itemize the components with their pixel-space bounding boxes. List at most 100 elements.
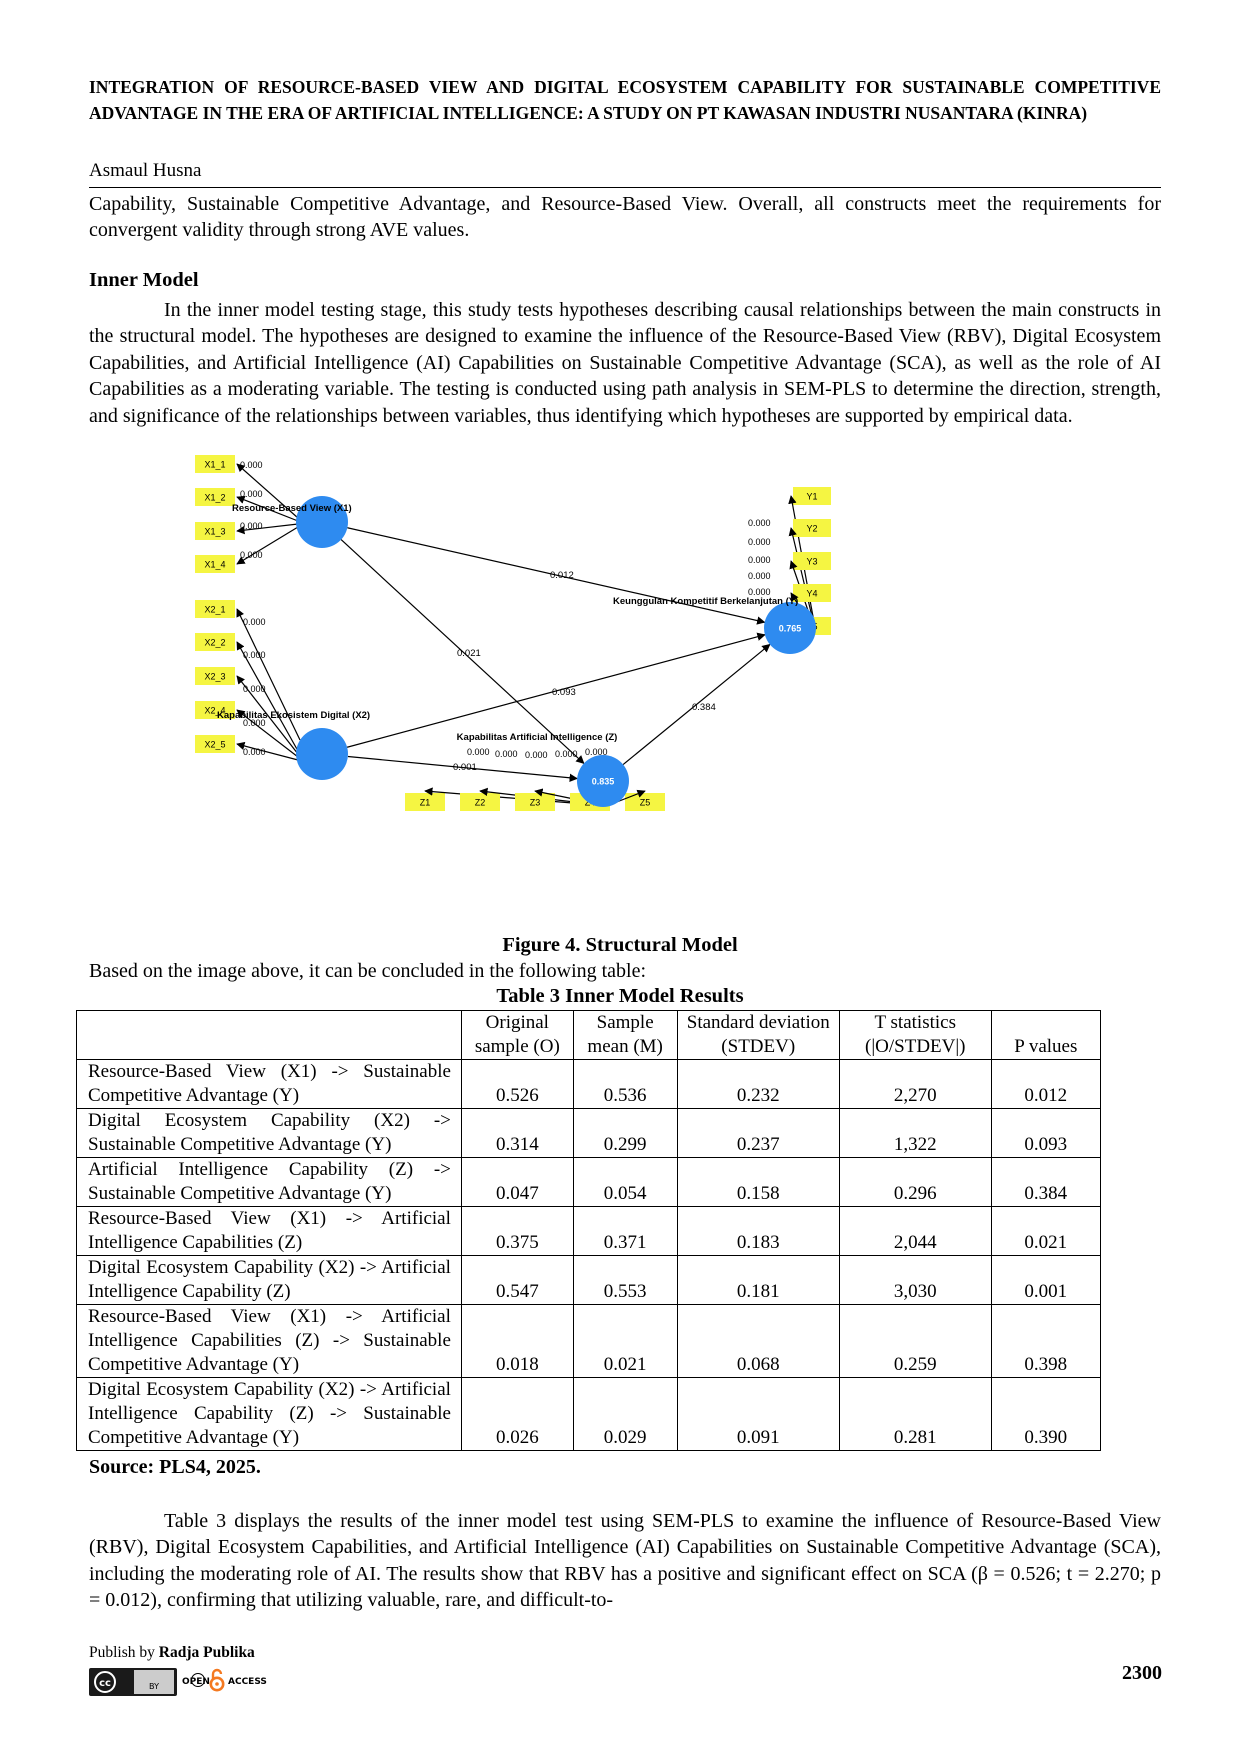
table-cell-sample-mean: 0.054 xyxy=(572,1157,678,1207)
loading-arrow-z-1 xyxy=(424,787,598,806)
table-cell-sample-mean: 0.021 xyxy=(572,1304,678,1378)
inner-model-paragraph: In the inner model testing stage, this s… xyxy=(89,299,1161,427)
table-cell-original-sample: 0.314 xyxy=(460,1108,574,1158)
loading-label-z-5: 0.000 xyxy=(585,747,608,757)
table-cell-stdev: 0.237 xyxy=(676,1108,840,1158)
header-rule xyxy=(89,187,1161,188)
indicator-y-4: Y4 xyxy=(806,589,817,599)
table-cell-t-statistic: 2,270 xyxy=(838,1059,992,1109)
table-row: Digital Ecosystem Capability (X2) -> Art… xyxy=(76,1255,1102,1305)
path-coefficient-z-y: 0.384 xyxy=(692,702,716,713)
table-cell-original-sample: 0.526 xyxy=(460,1059,574,1109)
indicator-x2-2-box xyxy=(195,633,235,651)
loading-label-z-4: 0.000 xyxy=(555,749,578,759)
discussion-paragraph: Table 3 displays the results of the inne… xyxy=(89,1510,1161,1612)
table-cell-p-value: 0.398 xyxy=(990,1304,1102,1378)
loading-label-x2-3: 0.000 xyxy=(243,684,266,694)
indicator-x1-2: X1_2 xyxy=(204,493,225,503)
construct-y-r-squared: 0.765 xyxy=(779,624,802,634)
loading-label-y-1: 0.000 xyxy=(748,518,771,528)
table-cell-path: Artificial Intelligence Capability (Z) -… xyxy=(76,1157,462,1207)
indicator-z-5: Z5 xyxy=(640,798,651,808)
cc-by-icon: cc BY xyxy=(89,1668,205,1696)
table-header-p-values: P values xyxy=(990,1010,1102,1060)
table-intro: Based on the image above, it can be conc… xyxy=(89,960,647,982)
loading-label-y-5: 0.000 xyxy=(748,587,771,597)
running-author: Asmaul Husna xyxy=(89,160,202,181)
table-cell-sample-mean: 0.299 xyxy=(572,1108,678,1158)
indicator-x1-4-box xyxy=(195,555,235,573)
path-arrow-x1-y xyxy=(347,527,766,625)
indicator-x2-3-box xyxy=(195,667,235,685)
indicator-x1-2-box xyxy=(195,488,235,506)
indicator-z-5-box xyxy=(625,793,665,811)
construct-x1-circle xyxy=(296,496,348,548)
table-header-original-sample: Original sample (O) xyxy=(460,1010,574,1060)
figure-caption: Figure 4. Structural Model xyxy=(502,934,738,956)
indicator-y-3: Y3 xyxy=(806,557,817,567)
open-access-right-text: ACCESS xyxy=(228,1677,267,1687)
table-cell-stdev: 0.183 xyxy=(676,1206,840,1256)
table-cell-original-sample: 0.018 xyxy=(460,1304,574,1378)
table-cell-t-statistic: 0.281 xyxy=(838,1377,992,1451)
table-header-t-statistics: T statistics (|O/STDEV|) xyxy=(838,1010,992,1060)
intro-paragraph: Capability, Sustainable Competitive Adva… xyxy=(89,193,1161,242)
path-coefficient-x2-z: 0.001 xyxy=(453,762,477,773)
table-cell-original-sample: 0.547 xyxy=(460,1255,574,1305)
construct-y-label: Keunggulan Kompetitif Berkelanjutan (Y) xyxy=(613,596,798,607)
open-lock-icon xyxy=(209,1668,225,1692)
construct-z-circle xyxy=(577,755,629,807)
path-arrow-x2-z xyxy=(347,755,578,782)
table-header-row: Original sample (O) Sample mean (M) Stan… xyxy=(76,1010,1102,1060)
path-coefficient-x1-z: 0.021 xyxy=(457,648,481,659)
page-number: 2300 xyxy=(1122,1662,1162,1684)
indicator-x1-3-box xyxy=(195,522,235,540)
construct-x2-label: Kapabilitas Ekosistem Digital (X2) xyxy=(217,710,370,721)
loading-label-x1-3: 0.000 xyxy=(240,521,263,531)
loading-label-x2-1: 0.000 xyxy=(243,617,266,627)
loading-arrow-x2-5 xyxy=(236,741,299,761)
loading-arrow-x2-2 xyxy=(236,641,299,752)
indicator-y-4-box xyxy=(793,584,831,602)
table-header-sample-mean: Sample mean (M) xyxy=(572,1010,678,1060)
table-cell-stdev: 0.068 xyxy=(676,1304,840,1378)
open-access-left-text: OPEN xyxy=(182,1677,210,1687)
construct-y-circle xyxy=(764,602,816,654)
table-cell-t-statistic: 3,030 xyxy=(838,1255,992,1305)
loading-arrow-x2-1 xyxy=(236,608,301,741)
loading-label-x2-4: 0.000 xyxy=(243,718,266,728)
table-cell-path: Digital Ecosystem Capability (X2) -> Art… xyxy=(76,1255,462,1305)
table-cell-t-statistic: 0.296 xyxy=(838,1157,992,1207)
table-header-stdev: Standard deviation (STDEV) xyxy=(676,1010,840,1060)
table-cell-sample-mean: 0.371 xyxy=(572,1206,678,1256)
table-cell-path: Digital Ecosystem Capability (X2) -> Sus… xyxy=(76,1108,462,1158)
indicator-z-1-box xyxy=(405,793,445,811)
loading-arrow-x1-1 xyxy=(236,463,299,519)
table-cell-p-value: 0.390 xyxy=(990,1377,1102,1451)
loading-arrow-x1-3 xyxy=(236,523,299,535)
path-arrow-z-y xyxy=(622,643,771,766)
loading-arrow-x1-2 xyxy=(236,495,299,522)
loading-label-y-4: 0.000 xyxy=(748,571,771,581)
path-coefficient-x2-y: 0.093 xyxy=(552,687,576,698)
construct-z-r-squared: 0.835 xyxy=(592,777,615,787)
publisher-line: Publish by Radja Publika xyxy=(89,1644,255,1662)
indicator-y-1: Y1 xyxy=(806,492,817,502)
indicator-x1-3: X1_3 xyxy=(204,527,225,537)
path-coefficient-x1-y: 0.012 xyxy=(550,570,574,581)
indicator-x2-1-box xyxy=(195,600,235,618)
table-cell-path: Digital Ecosystem Capability (X2) -> Art… xyxy=(76,1377,462,1451)
loading-arrow-x2-4 xyxy=(236,709,299,758)
table-cell-t-statistic: 1,322 xyxy=(838,1108,992,1158)
table-cell-p-value: 0.384 xyxy=(990,1157,1102,1207)
table-row: Resource-Based View (X1) -> Sustainable … xyxy=(76,1059,1102,1109)
indicator-x2-1: X2_1 xyxy=(204,605,225,615)
table-row: Resource-Based View (X1) -> Artificial I… xyxy=(76,1304,1102,1378)
table-cell-sample-mean: 0.536 xyxy=(572,1059,678,1109)
indicator-z-2: Z2 xyxy=(475,798,486,808)
indicator-z-2-box xyxy=(460,793,500,811)
table-cell-original-sample: 0.026 xyxy=(460,1377,574,1451)
publisher-name: Radja Publika xyxy=(158,1644,255,1661)
loading-arrow-x2-3 xyxy=(236,675,299,755)
